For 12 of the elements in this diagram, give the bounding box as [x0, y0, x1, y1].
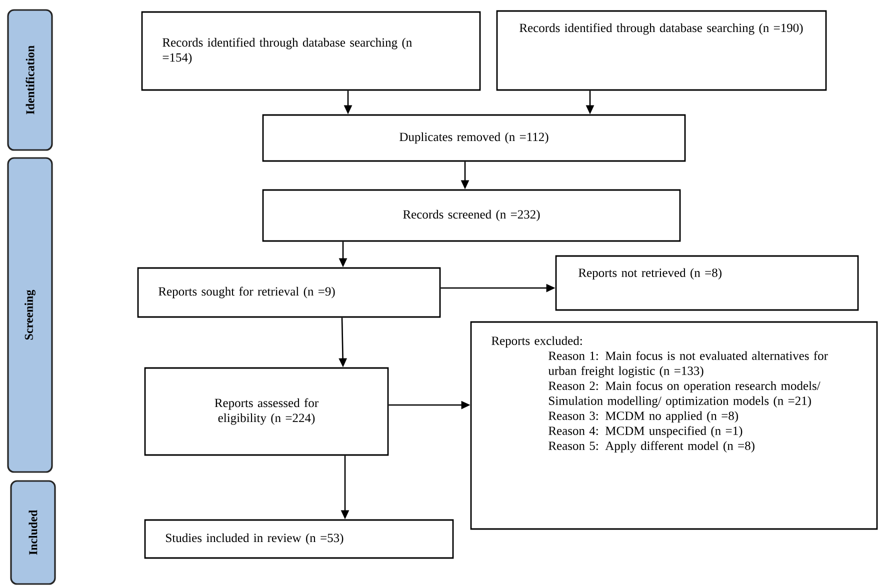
- stage-band: Identification: [7, 9, 53, 151]
- process-box: Reports sought for retrieval (n =9): [137, 267, 441, 318]
- process-box: Records screened (n =232): [262, 189, 681, 242]
- process-box: Duplicates removed (n =112): [262, 114, 686, 162]
- process-box: Reports not retrieved (n =8): [555, 255, 859, 311]
- process-box: Studies included in review (n =53): [144, 519, 454, 559]
- process-box: Records identified through database searching (n =190): [496, 10, 827, 91]
- exclusion-box: Reports excluded: Reason 1: Main focus is not evaluated alternatives for urban freight logistic (n =133) Reason 2: Main focus on operation research models/ Simulation modelling/ optimization models (n =21) Reason 3: MCDM no applied (n =8) Reason 4: MCDM unspecified (n =1) Reason 5: Apply different model (n =8): [470, 321, 878, 530]
- stage-band: Included: [10, 480, 56, 585]
- stage-band: Screening: [7, 157, 53, 473]
- process-box: Reports assessed for eligibility (n =224): [144, 367, 389, 456]
- process-box: Records identified through database searching (n =154): [141, 11, 481, 91]
